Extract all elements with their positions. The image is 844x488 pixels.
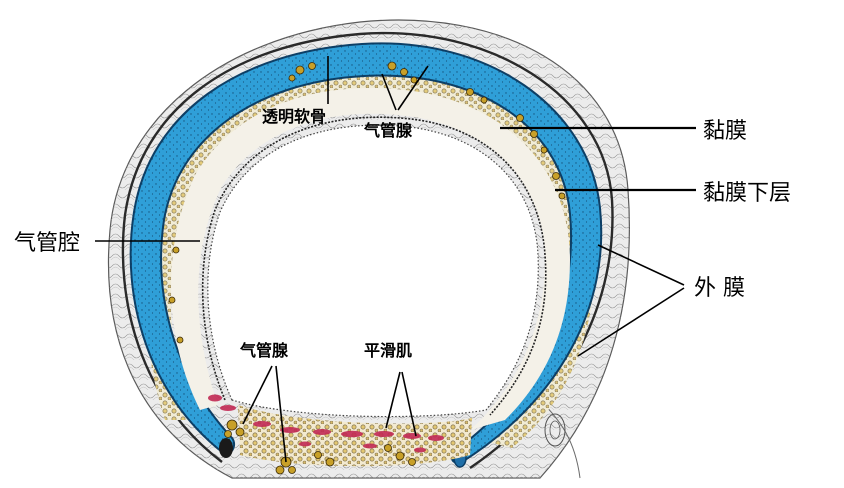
label-hyaline-cartilage: 透明软骨 xyxy=(262,107,326,126)
label-mucosa: 黏膜 xyxy=(703,119,747,144)
perichondrium-outline xyxy=(121,31,614,469)
label-adventitia: 外 膜 xyxy=(694,276,745,301)
label-trachea-gland-top: 气管腺 xyxy=(363,121,413,140)
label-trachea-lumen: 气管腔 xyxy=(14,231,80,256)
label-submucosa: 黏膜下层 xyxy=(703,181,791,206)
trachea-lumen-area xyxy=(207,124,539,418)
trachea-gland-clusters xyxy=(168,61,566,475)
label-smooth-muscle: 平滑肌 xyxy=(364,341,412,360)
smooth-muscle xyxy=(208,394,444,453)
pointer-lines xyxy=(95,56,696,463)
label-trachea-gland-bottom: 气管腺 xyxy=(239,341,289,360)
